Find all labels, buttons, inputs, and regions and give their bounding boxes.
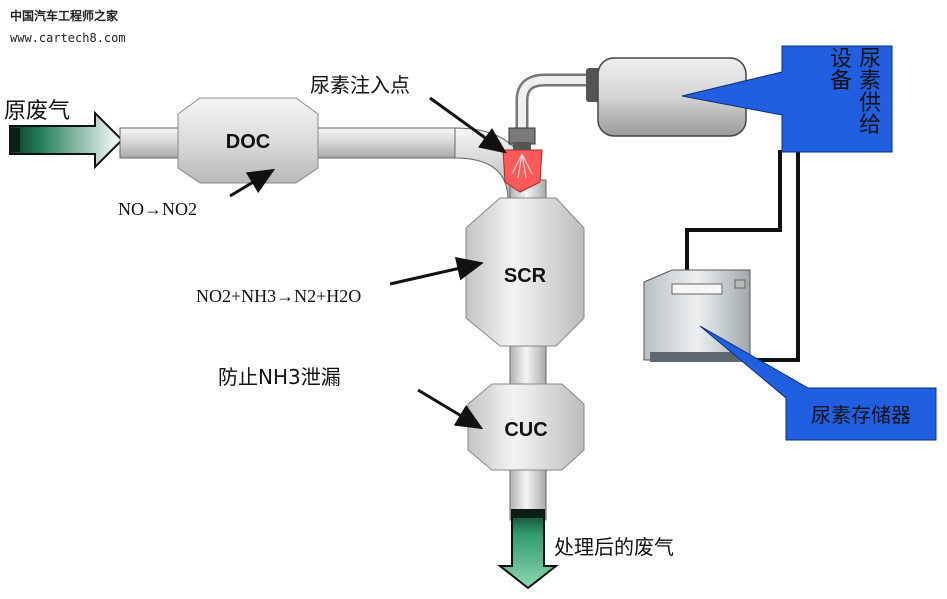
scr-canister: SCR [465,197,585,347]
urea-supply-label-col1-c2: 备 [830,69,852,94]
cable-storage-return [748,150,800,362]
cuc-canister: CUC [467,383,585,471]
urea-supply-label-col2-c3: 供 [859,91,881,116]
urea-storage-tank [643,269,751,362]
urea-supply-label-col2-c2: 素 [859,69,881,94]
scr-reaction-arrow [389,256,484,286]
watermark-site-name: 中国汽车工程师之家 [10,8,119,23]
urea-storage-label: 尿素存储器 [811,403,911,427]
outlet-arrow [497,509,559,590]
outlet-label: 处理后的废气 [554,535,674,559]
doc-canister: DOC [177,97,319,184]
cuc-label: CUC [504,419,547,441]
urea-injector [502,127,543,193]
cable-supply-to-storage [685,150,782,272]
inlet-arrow [9,110,124,170]
scr-label: SCR [504,265,547,287]
watermark-url: www.cartech8.com [10,31,126,45]
urea-supply-label-col1-c1: 设 [830,47,852,72]
injection-point-label: 尿素注入点 [310,73,410,97]
cuc-note: 防止NH3泄漏 [218,365,341,389]
urea-storage-callout [699,325,937,441]
scr-reaction: NO2+NH3→N2+H2O [196,286,361,306]
doc-reaction: NO→NO2 [118,199,197,219]
urea-supply-callout [681,45,893,153]
doc-reaction-arrow [229,168,276,198]
urea-supply-label: 设 备 尿 素 供 给 [830,47,881,138]
urea-supply-label-col2-c4: 给 [859,113,881,138]
injection-point-arrow [429,96,507,154]
urea-supply-label-col2-c1: 尿 [859,47,881,72]
cuc-note-arrow [417,388,484,430]
inlet-label: 原废气 [4,99,70,124]
doc-label: DOC [226,131,270,153]
